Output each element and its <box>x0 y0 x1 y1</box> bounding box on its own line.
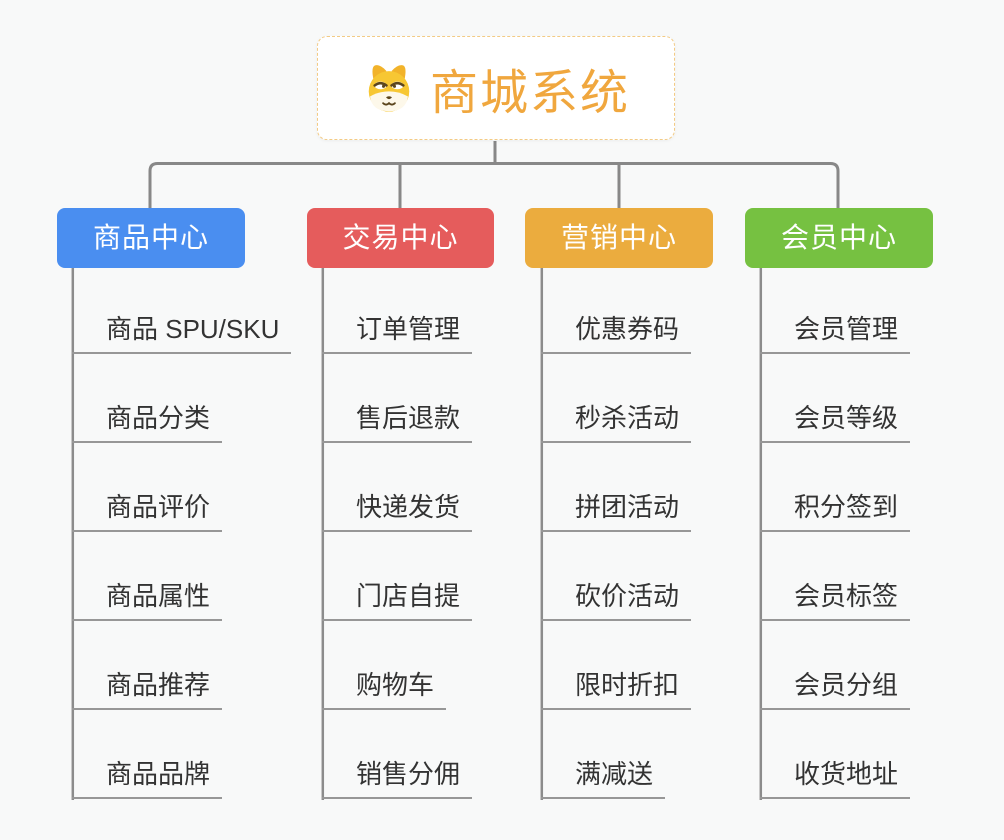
root-title: 商城系统 <box>429 67 630 120</box>
mindmap-item[interactable]: 会员标签 <box>760 579 911 621</box>
branch-label: 会员中心 <box>780 222 897 253</box>
mindmap-item[interactable]: 快递发货 <box>322 490 473 532</box>
mindmap-item[interactable]: 购物车 <box>322 668 447 710</box>
branch-header-marketing-center[interactable]: 营销中心 <box>525 208 713 268</box>
mindmap-item[interactable]: 限时折扣 <box>541 668 692 710</box>
mindmap-item[interactable]: 售后退款 <box>322 401 473 443</box>
mindmap-item[interactable]: 商品评价 <box>72 490 223 532</box>
mindmap-item[interactable]: 积分签到 <box>760 490 911 532</box>
mindmap-item[interactable]: 收货地址 <box>760 757 911 799</box>
mindmap-item[interactable]: 优惠券码 <box>541 312 692 354</box>
branch-label: 交易中心 <box>342 222 459 253</box>
branch-rail-line <box>148 162 840 209</box>
mindmap-item[interactable]: 拼团活动 <box>541 490 692 532</box>
mindmap-item[interactable]: 会员分组 <box>760 668 911 710</box>
mindmap-item[interactable]: 商品分类 <box>72 401 223 443</box>
branch-label: 营销中心 <box>560 222 677 253</box>
mindmap-item[interactable]: 销售分佣 <box>322 757 473 799</box>
mindmap-item[interactable]: 门店自提 <box>322 579 473 621</box>
mindmap-item[interactable]: 商品推荐 <box>72 668 223 710</box>
mindmap-item[interactable]: 会员管理 <box>760 312 911 354</box>
branch-header-trade-center[interactable]: 交易中心 <box>307 208 494 268</box>
mindmap-item[interactable]: 砍价活动 <box>541 579 692 621</box>
mindmap-item[interactable]: 订单管理 <box>322 312 473 354</box>
branch-label: 商品中心 <box>92 222 209 253</box>
branch-header-product-center[interactable]: 商品中心 <box>57 208 245 268</box>
mindmap-item[interactable]: 会员等级 <box>760 401 911 443</box>
mindmap-item[interactable]: 秒杀活动 <box>541 401 692 443</box>
root-node[interactable]: 商城系统 <box>317 36 675 140</box>
mindmap-item[interactable]: 满减送 <box>541 757 666 799</box>
shiba-dog-icon <box>368 65 410 112</box>
branch-header-member-center[interactable]: 会员中心 <box>745 208 933 268</box>
mindmap-item[interactable]: 商品品牌 <box>72 757 223 799</box>
mindmap-item[interactable]: 商品属性 <box>72 579 223 621</box>
mindmap-item[interactable]: 商品 SPU/SKU <box>72 312 292 354</box>
